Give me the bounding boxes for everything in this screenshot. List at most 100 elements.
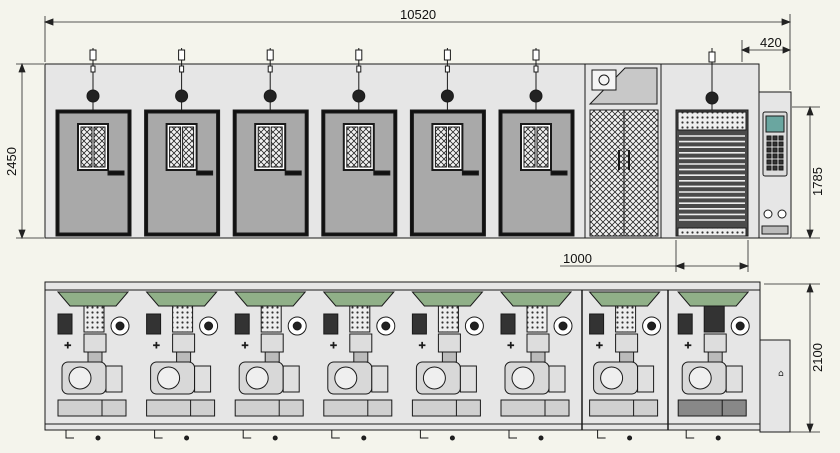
pipe-fitting [178,49,186,61]
keypad-key [778,159,784,165]
plus-mark-icon: + [507,341,515,351]
blower-outlet [282,365,300,393]
blower-outlet [194,365,212,393]
keypad-key [772,153,778,159]
plus-mark-icon: + [684,341,692,351]
keypad-key [772,159,778,165]
base-tray [411,399,481,417]
fan-hub [381,321,391,331]
panel-mark-icon: ⌂ [778,369,784,379]
keypad-key [766,153,772,159]
door-bay [55,48,132,237]
blower-wheel [334,366,358,390]
blower-wheel [511,366,535,390]
screen-filter [83,305,105,333]
window-mesh [80,126,93,168]
motor-box [677,313,693,335]
base-tray [677,399,747,417]
motor-box [323,313,339,335]
anchor-bolt [715,435,721,441]
duct-section [437,333,461,353]
dim-panel-height: 1785 [810,167,825,196]
hopper [322,291,395,307]
screen-filter [349,305,371,333]
duct-section [260,333,284,353]
plan-module: + [411,291,484,441]
motor-box [500,313,516,335]
door-bay [144,48,221,237]
drain-pipe [154,430,163,439]
door-bay [321,48,398,237]
duct-section [526,333,550,353]
plan-module: + [56,291,130,441]
tray-rack [675,48,749,237]
duct-section [703,333,727,353]
window-mesh [93,126,106,168]
keypad-key [766,147,772,153]
valve-icon [86,89,100,103]
plan-module: + [588,291,662,441]
base-tray [500,399,570,417]
duct-joint [707,351,723,363]
plan-module: + [322,291,396,441]
cabinet-main [44,63,586,239]
blower-outlet [548,365,566,393]
pipe-fitting [89,49,97,61]
keypad-key [778,147,784,153]
keypad-key [778,141,784,147]
screen-filter [172,305,194,333]
plan-control-box [759,339,791,433]
blower-wheel [68,366,92,390]
screen-filter [526,305,548,333]
screen-filter [260,305,282,333]
duct-joint [264,351,280,363]
screen-filter [615,305,637,333]
keypad-key [766,141,772,147]
door-handle [373,170,391,176]
blower-outlet [725,365,743,393]
window-mesh [523,126,536,168]
fan-hub [469,321,479,331]
drain-pipe [685,430,695,439]
dim-end-offset: 420 [760,35,782,50]
duct-joint [176,351,192,363]
pipe-fitting [532,49,540,61]
keypad-key [772,165,778,171]
blower-outlet [105,365,123,393]
keypad-key [766,165,772,171]
plan-module: + [234,291,307,441]
plan-module: + [677,291,750,441]
door-handle [284,170,302,176]
valve-icon [440,89,454,103]
blower-outlet [637,365,655,393]
front-elevation [44,48,792,239]
dim-plan-depth: 2100 [810,343,825,372]
pipe-fitting [355,49,363,61]
base-tray [589,399,659,417]
fan-hub [558,321,568,331]
motor-box [234,313,250,335]
hopper [411,291,484,307]
plus-mark-icon: + [153,341,161,351]
keypad-key [772,135,778,141]
motor-box [411,313,427,335]
motor-box [589,313,605,335]
drain-pipe [242,430,252,439]
valve-icon [529,89,543,103]
hopper [234,291,307,307]
door-bay [232,48,309,237]
plan-module: + [145,291,219,441]
hopper [677,291,750,307]
valve-icon [352,89,366,103]
pipe-coupling [356,65,362,73]
anchor-bolt [184,435,190,441]
keypad-key [778,153,784,159]
plus-mark-icon: + [596,341,604,351]
window-mesh [536,126,549,168]
fan-hub [204,321,214,331]
pipe-fitting [443,49,451,61]
drain-pipe [597,430,606,439]
window-mesh [434,126,447,168]
valve-icon [175,89,189,103]
blower-wheel [600,366,624,390]
